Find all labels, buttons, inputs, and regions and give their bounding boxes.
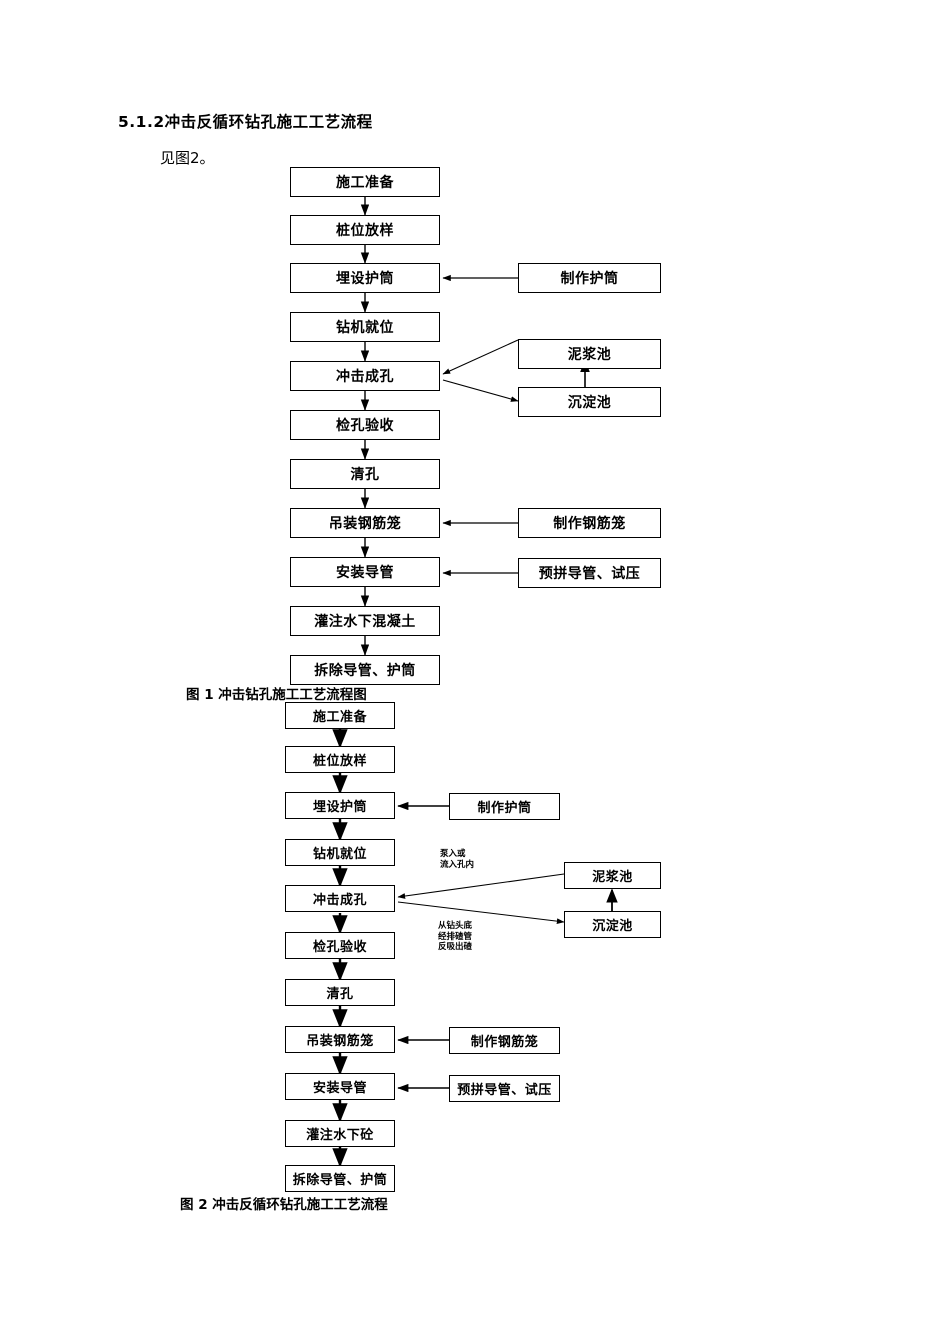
annotation-outflow-line-1: 从钻头底 [438, 921, 473, 931]
node-hole-cleaning[interactable]: 清孔 [290, 459, 440, 489]
node-settling-pool[interactable]: 沉淀池 [564, 911, 661, 938]
section-heading: 5.1.2冲击反循环钻孔施工工艺流程 [118, 113, 373, 131]
node-pile-setting-out[interactable]: 桩位放样 [285, 746, 395, 773]
node-mud-pool[interactable]: 泥浆池 [518, 339, 661, 369]
annotation-inflow-line-2: 流入孔内 [440, 859, 475, 870]
annotation-outflow-line-3: 反吸出碴 [438, 942, 473, 952]
node-casing-embedding[interactable]: 埋设护筒 [285, 792, 395, 819]
node-rebar-cage-lifting[interactable]: 吊装钢筋笼 [290, 508, 440, 538]
node-underwater-concrete-pouring[interactable]: 灌注水下砼 [285, 1120, 395, 1147]
node-rig-positioning[interactable]: 钻机就位 [290, 312, 440, 342]
node-rebar-cage-fabrication[interactable]: 制作钢筋笼 [518, 508, 661, 538]
node-impact-drilling[interactable]: 冲击成孔 [290, 361, 440, 391]
figure-2-caption: 图 2 冲击反循环钻孔施工工艺流程 [180, 1197, 388, 1213]
node-casing-fabrication[interactable]: 制作护筒 [449, 793, 560, 820]
node-tremie-installation[interactable]: 安装导管 [290, 557, 440, 587]
node-tremie-preassembly-test[interactable]: 预拼导管、试压 [449, 1075, 560, 1102]
node-hole-cleaning[interactable]: 清孔 [285, 979, 395, 1006]
node-rebar-cage-lifting[interactable]: 吊装钢筋笼 [285, 1026, 395, 1053]
node-hole-inspection[interactable]: 检孔验收 [290, 410, 440, 440]
node-construction-preparation[interactable]: 施工准备 [285, 702, 395, 729]
node-casing-fabrication[interactable]: 制作护筒 [518, 263, 661, 293]
node-casing-embedding[interactable]: 埋设护筒 [290, 263, 440, 293]
node-construction-preparation[interactable]: 施工准备 [290, 167, 440, 197]
node-rebar-cage-fabrication[interactable]: 制作钢筋笼 [449, 1027, 560, 1054]
node-impact-drilling[interactable]: 冲击成孔 [285, 885, 395, 912]
annotation-inflow: 泵入或 流入孔内 [440, 849, 474, 870]
node-hole-inspection[interactable]: 检孔验收 [285, 932, 395, 959]
annotation-inflow-line-1: 泵入或 [440, 849, 466, 859]
node-remove-tremie-and-casing[interactable]: 拆除导管、护筒 [285, 1165, 395, 1192]
section-subline: 见图2。 [160, 149, 215, 167]
annotation-outflow: 从钻头底 经排碴管 反吸出碴 [438, 921, 472, 953]
figure-1-caption: 图 1 冲击钻孔施工工艺流程图 [186, 687, 367, 703]
node-underwater-concrete-pouring[interactable]: 灌注水下混凝土 [290, 606, 440, 636]
node-mud-pool[interactable]: 泥浆池 [564, 862, 661, 889]
node-tremie-preassembly-test[interactable]: 预拼导管、试压 [518, 558, 661, 588]
node-tremie-installation[interactable]: 安装导管 [285, 1073, 395, 1100]
node-settling-pool[interactable]: 沉淀池 [518, 387, 661, 417]
annotation-outflow-line-2: 经排碴管 [438, 931, 473, 942]
node-pile-setting-out[interactable]: 桩位放样 [290, 215, 440, 245]
node-remove-tremie-and-casing[interactable]: 拆除导管、护筒 [290, 655, 440, 685]
node-rig-positioning[interactable]: 钻机就位 [285, 839, 395, 866]
